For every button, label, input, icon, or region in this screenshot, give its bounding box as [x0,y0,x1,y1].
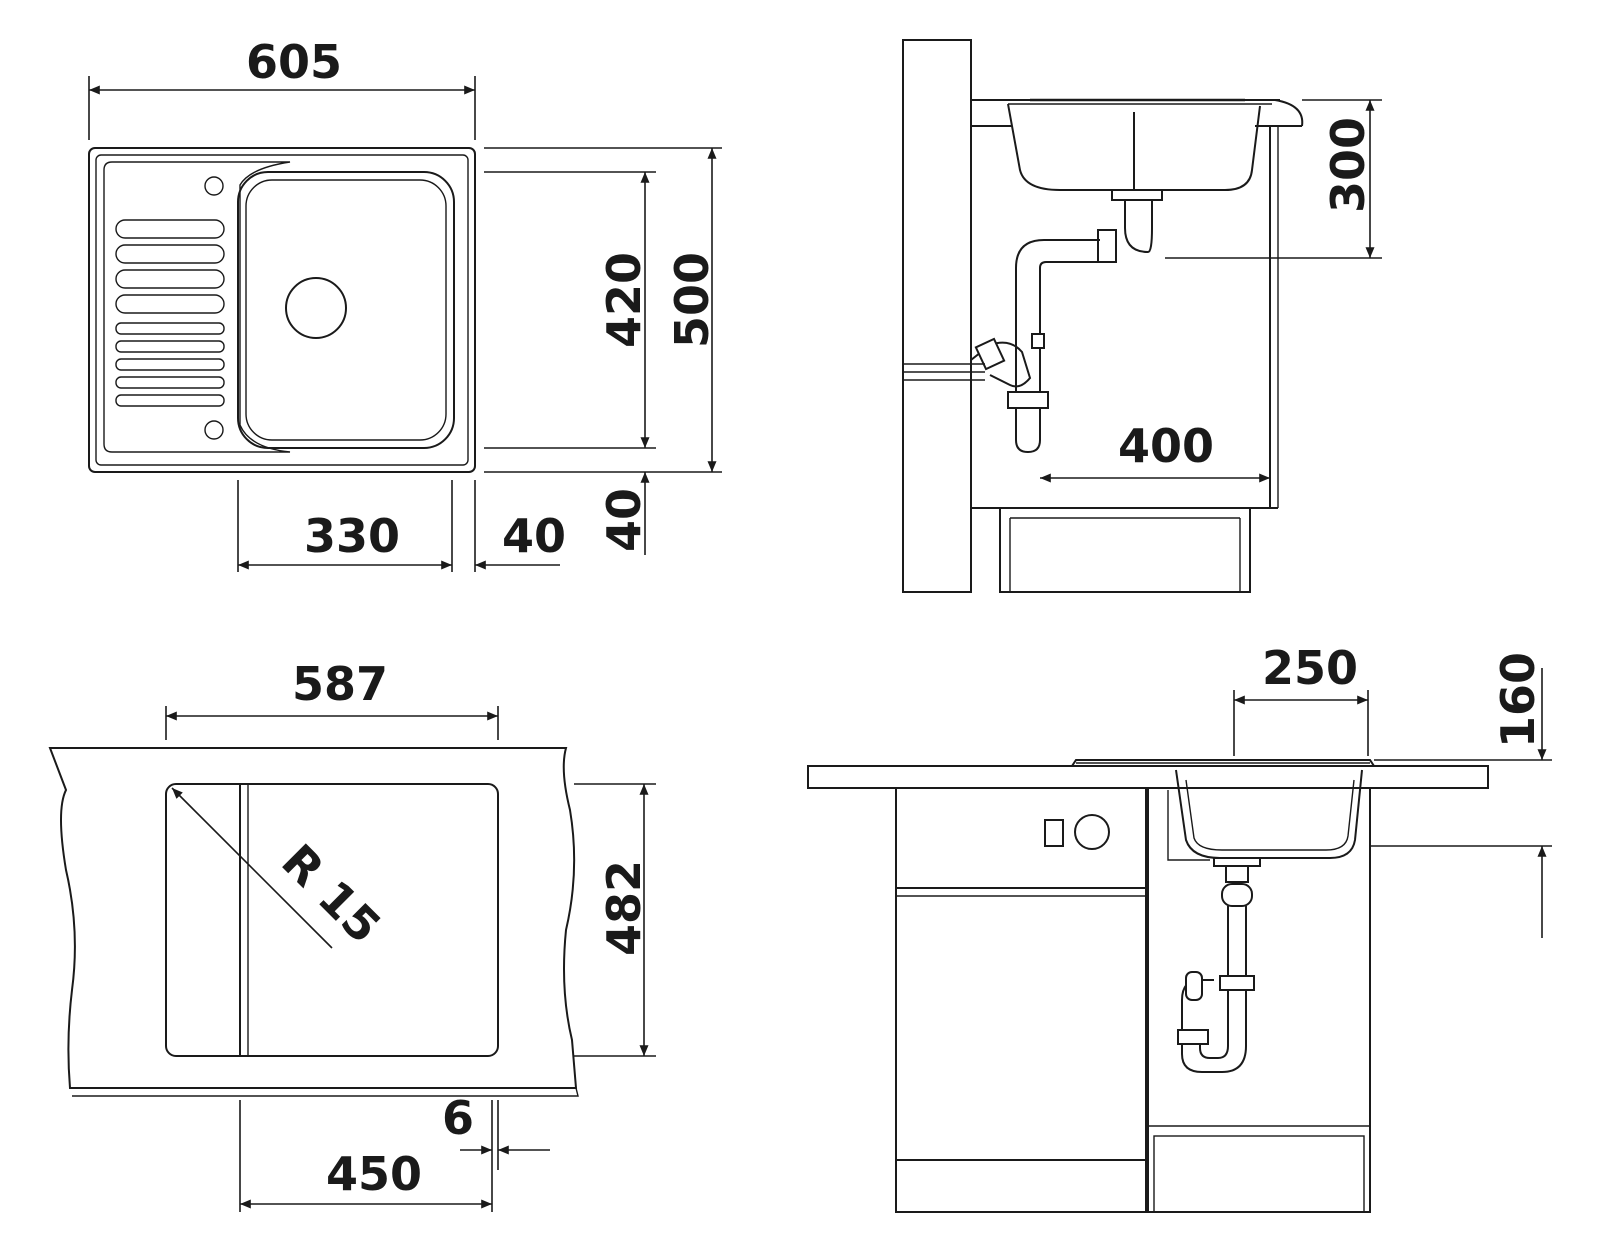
label-40-vertical: 40 [597,488,651,552]
cutout-template-view [48,747,579,1097]
dims-side-view [1040,99,1382,483]
label-40: 40 [502,509,566,563]
label-300: 300 [1321,117,1375,213]
label-450: 450 [326,1147,422,1201]
knob-icon [1074,814,1110,850]
label-6: 6 [442,1091,474,1145]
label-330: 330 [304,509,400,563]
label-400: 400 [1118,419,1214,473]
drain-hole-icon [285,277,347,339]
dims-cutout-view [165,706,656,1212]
label-500: 500 [665,252,719,348]
label-160: 160 [1491,652,1545,748]
control-icon [1044,819,1064,847]
side-section-view [902,39,1304,593]
label-587: 587 [292,657,388,711]
label-420: 420 [597,252,651,348]
sink-top-view [88,147,476,473]
dims-front-view [1233,668,1552,938]
label-482: 482 [597,860,651,956]
label-250: 250 [1262,641,1358,695]
front-view [807,759,1489,1213]
label-605: 605 [246,35,342,89]
label-r15: R 15 [271,834,391,954]
dims-top-view [88,76,722,572]
